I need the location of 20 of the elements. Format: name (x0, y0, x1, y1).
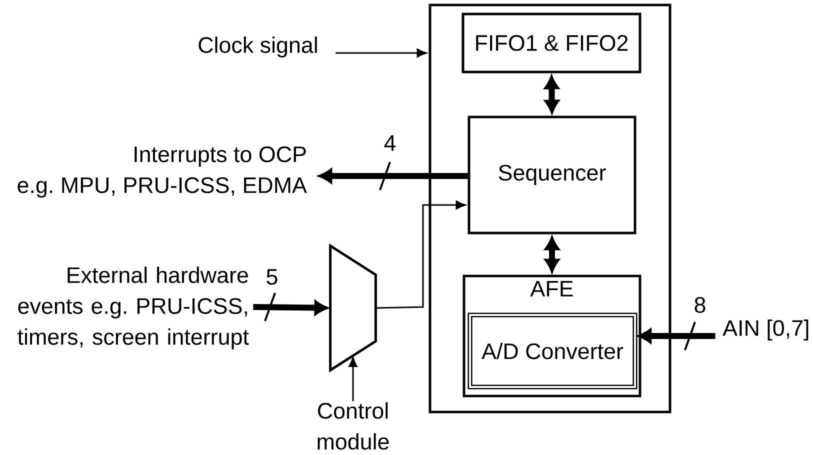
bus-width-label: 4 (384, 135, 396, 151)
arrow (376, 200, 466, 309)
signal-label: AIN [0,7] (722, 320, 808, 340)
bus-width-label: 8 (694, 297, 706, 313)
bus-arrow (544, 76, 559, 113)
bus-width-label: 5 (266, 269, 278, 285)
bus-arrow (253, 300, 328, 315)
signal-label: Interrupts to OCP e.g. MPU, PRU-ICSS, EDMA (18, 146, 307, 198)
arrow (336, 48, 427, 58)
block-box (428, 4, 672, 414)
process-box: Sequencer (468, 116, 636, 234)
signal-label: Clock signal (198, 36, 317, 58)
signal-label: External hardware events e.g. PRU-ICSS, timers, screen interrupt (18, 266, 249, 350)
process-box: FIFO1 & FIFO2 (462, 12, 642, 74)
arrow (348, 357, 358, 402)
process-box: A/D Converter (468, 312, 638, 390)
bus-arrow (319, 168, 468, 184)
bus-arrow (544, 237, 560, 272)
signal-label: Control module (318, 402, 389, 450)
bus-arrow (638, 328, 716, 344)
